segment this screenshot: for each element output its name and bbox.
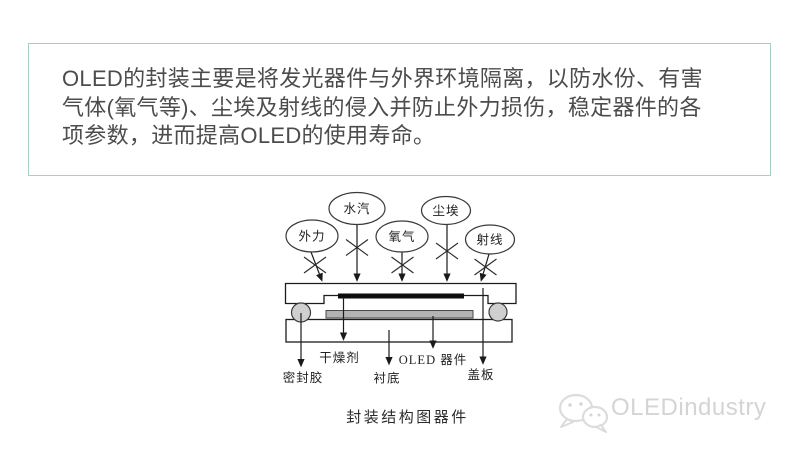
block-x-dust	[435, 242, 459, 260]
component-label-substrate: 衬底	[373, 371, 400, 386]
diagram-caption: 封装结构图器件	[346, 410, 469, 426]
substrate-shape	[285, 318, 513, 343]
wechat-icon	[558, 393, 609, 433]
hazard-label-external-force: 外力	[298, 230, 325, 244]
info-text-line: 气体(氧气等)、尘埃及射线的侵入并防止外力损伤，稳定器件的各	[62, 94, 702, 120]
block-x-radiation	[474, 258, 497, 276]
hazard-label-moisture: 水汽	[343, 201, 370, 216]
component-label-cover-plate: 盖板	[467, 368, 494, 382]
hazard-label-dust: 尘埃	[432, 204, 459, 218]
component-label-sealant: 密封胶	[283, 370, 324, 385]
hazard-bubble-dust	[420, 195, 472, 226]
sealant-ring-right	[488, 302, 508, 322]
footer-logo: OLEDindustry	[554, 392, 780, 434]
hazard-bubble-oxygen	[375, 220, 429, 253]
hazard-label-oxygen: 氧气	[388, 229, 415, 244]
hazard-bubble-external-force	[285, 219, 339, 253]
hazard-bubble-moisture	[328, 191, 386, 226]
block-x-external-force	[303, 256, 327, 274]
component-label-desiccant: 干燥剂	[319, 350, 360, 365]
hazard-bubble-radiation	[464, 224, 516, 255]
brand-name: OLEDindustry	[611, 394, 767, 421]
oled-device-bar	[325, 310, 474, 319]
block-x-moisture	[345, 239, 369, 256]
hazard-label-radiation: 射线	[476, 232, 503, 247]
component-label-oled-device: OLED 器件	[399, 353, 467, 367]
encapsulation-diagram: 外力 水汽 氧气 尘埃 射线 密封胶 干燥剂 衬底 OLED 器件 盖板	[283, 191, 517, 386]
block-x-oxygen	[391, 256, 414, 274]
info-box: OLED的封装主要是将发光器件与外界环境隔离，以防水份、有害 气体(氧气等)、尘…	[28, 43, 771, 176]
desiccant-bar	[338, 293, 464, 299]
info-text-line: 项参数，进而提高OLED的使用寿命。	[62, 123, 436, 148]
info-text-line: OLED的封装主要是将发光器件与外界环境隔离，以防水份、有害	[62, 66, 703, 91]
